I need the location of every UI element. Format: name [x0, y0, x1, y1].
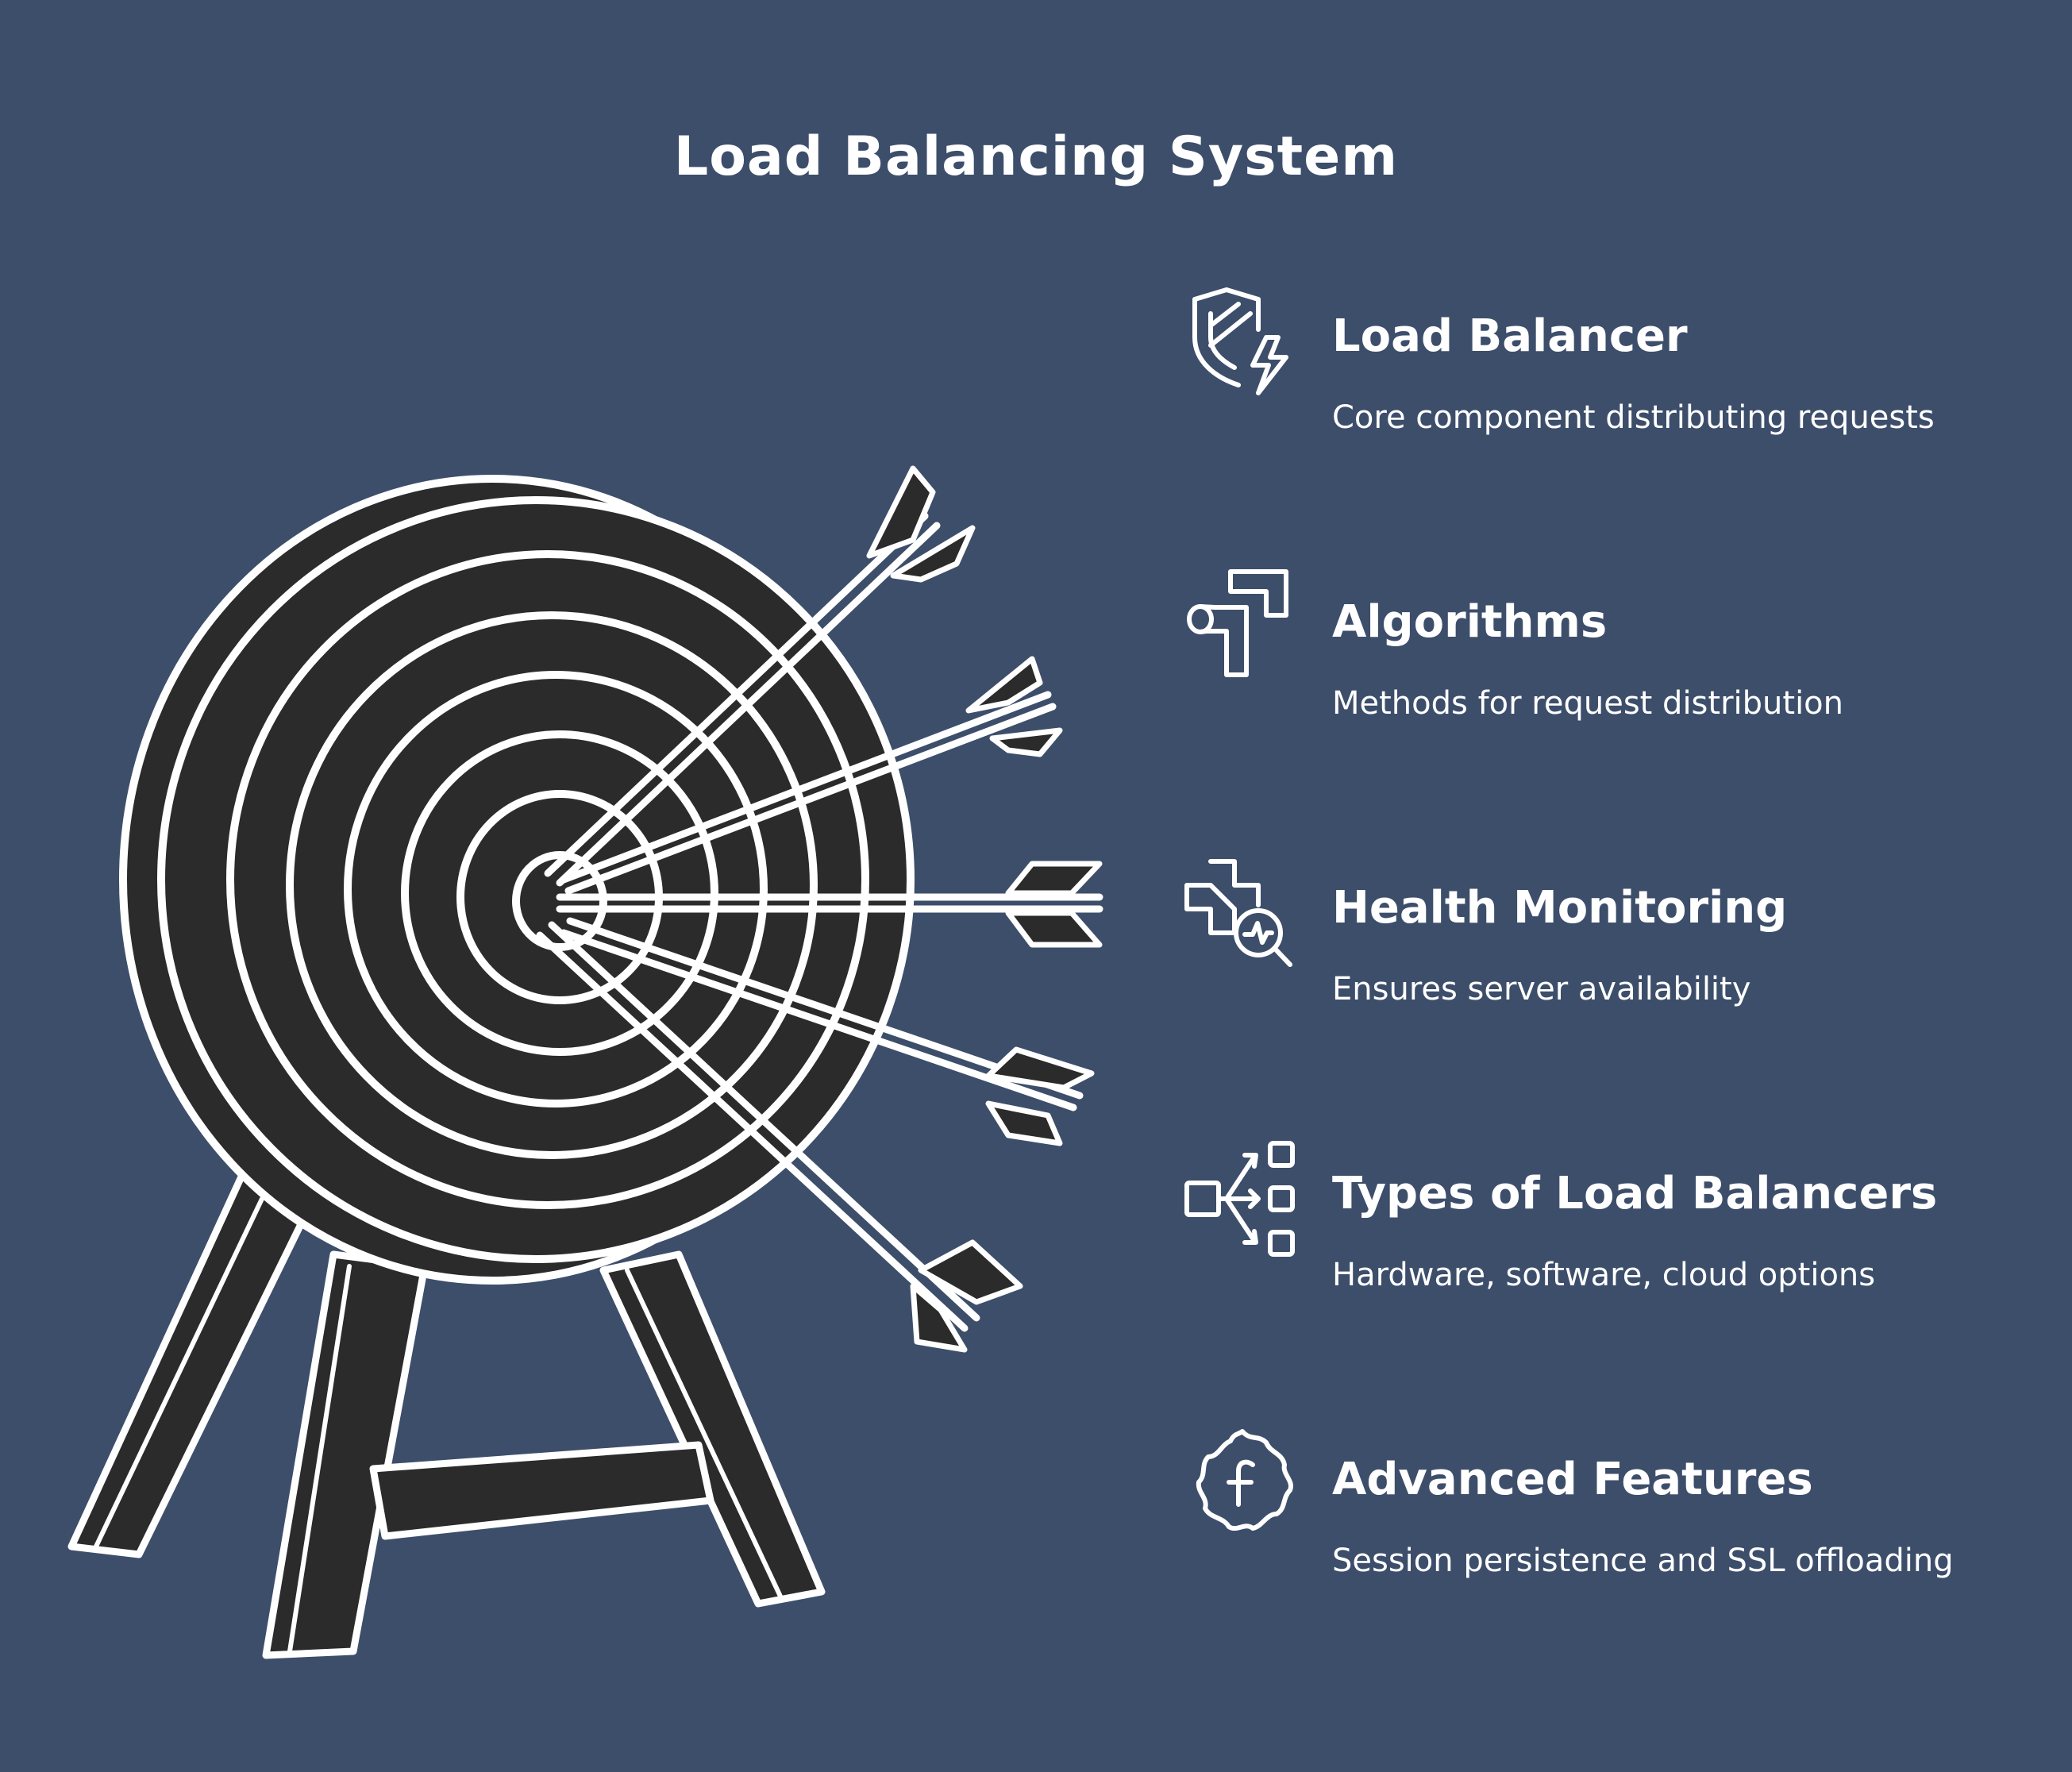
pipe-connector-icon [1187, 569, 1288, 677]
list-item-advanced-features: Advanced Features Session persistence an… [1183, 1425, 2056, 1608]
item-description: Hardware, software, cloud options [1332, 1257, 1876, 1293]
item-description: Ensures server availability [1332, 971, 1751, 1007]
list-item-health-monitoring: Health Monitoring Ensures server availab… [1183, 853, 2056, 1036]
archery-target-with-arrows-icon [67, 465, 1103, 1659]
item-title: Health Monitoring [1332, 882, 1788, 934]
shield-lightning-icon [1192, 287, 1288, 395]
list-item-types-of-load-balancers: Types of Load Balancers Hardware, softwa… [1183, 1139, 2056, 1322]
item-description: Session persistence and SSL offloading [1332, 1543, 1954, 1579]
item-title: Advanced Features [1332, 1454, 1813, 1505]
page-title: Load Balancing System [673, 125, 1399, 188]
branching-boxes-icon [1184, 1141, 1295, 1257]
health-cross-magnifier-icon [1184, 859, 1292, 967]
function-gear-icon [1196, 1429, 1293, 1531]
list-item-algorithms: Algorithms Methods for request distribut… [1183, 568, 2056, 750]
item-title: Algorithms [1332, 596, 1608, 648]
item-description: Methods for request distribution [1332, 685, 1844, 722]
list-item-load-balancer: Load Balancer Core component distributin… [1183, 282, 2056, 464]
item-title: Types of Load Balancers [1332, 1168, 1938, 1219]
item-title: Load Balancer [1332, 310, 1688, 362]
item-description: Core component distributing requests [1332, 399, 1935, 436]
